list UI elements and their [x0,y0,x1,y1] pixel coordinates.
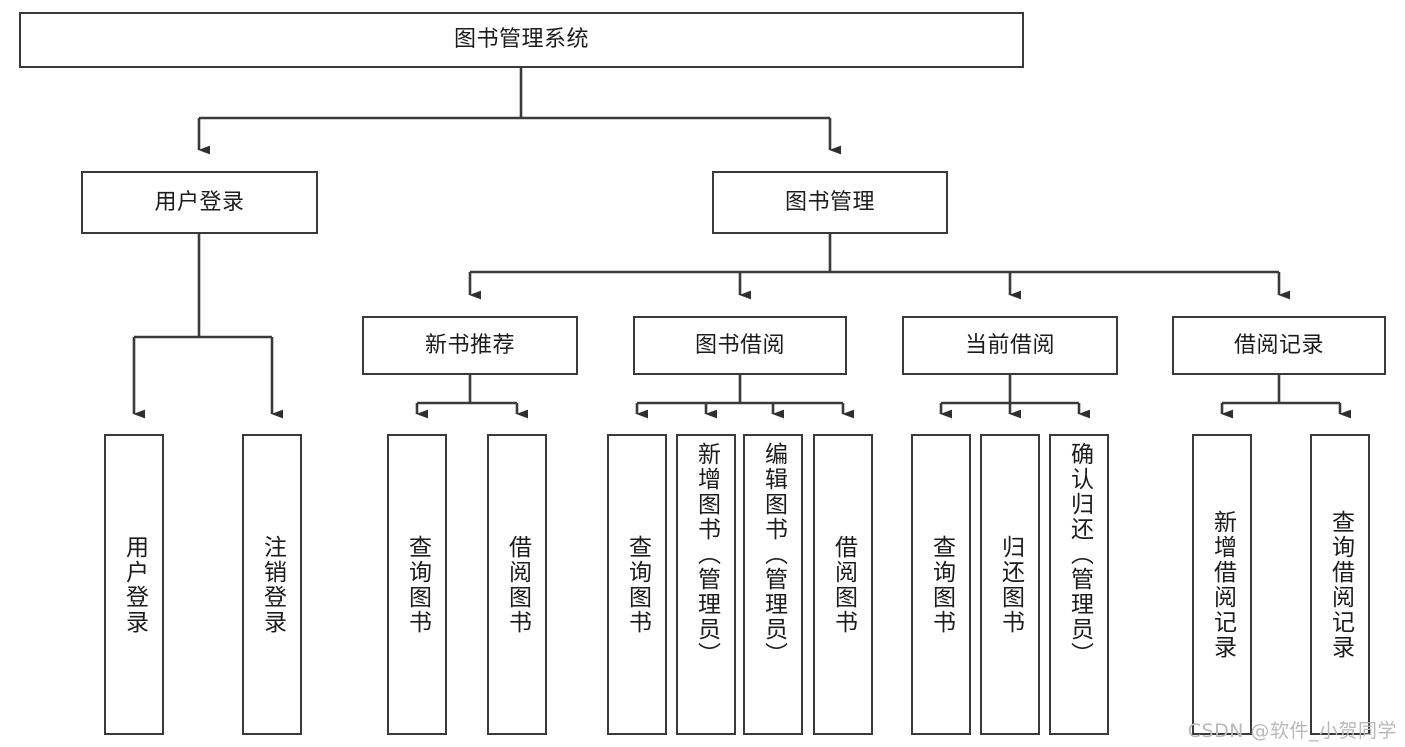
leaf-confirm-return-label: 确认归还（管理员） [1066,442,1093,667]
node-current-borrow-label: 当前借阅 [964,332,1055,358]
leaf-borrow-book-1[interactable]: 借阅图书 [487,434,547,735]
leaf-query-record-label: 查询借阅记录 [1327,509,1354,660]
node-user-login[interactable]: 用户登录 [81,171,318,234]
node-user-login-label: 用户登录 [154,189,245,215]
leaf-edit-book[interactable]: 编辑图书（管理员） [743,434,803,735]
leaf-add-book-label: 新增图书（管理员） [693,442,720,667]
csdn-watermark: CSDN @软件_小贺同学 [1187,720,1397,742]
leaf-user-login-label: 用户登录 [121,534,148,635]
leaf-query-book-1-label: 查询图书 [404,534,431,635]
node-current-borrow[interactable]: 当前借阅 [902,316,1118,375]
leaf-query-book-2[interactable]: 查询图书 [607,434,667,735]
leaf-logout-login[interactable]: 注销登录 [242,434,302,735]
node-root-label: 图书管理系统 [453,27,589,53]
leaf-user-login[interactable]: 用户登录 [104,434,164,735]
node-book-manage[interactable]: 图书管理 [712,171,948,234]
leaf-logout-login-label: 注销登录 [259,534,286,635]
leaf-add-record-label: 新增借阅记录 [1209,509,1236,660]
leaf-add-record[interactable]: 新增借阅记录 [1192,434,1252,735]
leaf-add-book[interactable]: 新增图书（管理员） [676,434,736,735]
node-new-book-recommend-label: 新书推荐 [424,332,515,358]
node-new-book-recommend[interactable]: 新书推荐 [362,316,578,375]
leaf-confirm-return[interactable]: 确认归还（管理员） [1049,434,1109,735]
leaf-query-book-1[interactable]: 查询图书 [387,434,447,735]
node-book-borrow-label: 图书借阅 [694,332,785,358]
leaf-borrow-book-2-label: 借阅图书 [830,534,857,635]
leaf-return-book-label: 归还图书 [997,534,1024,635]
leaf-query-book-3[interactable]: 查询图书 [911,434,971,735]
node-book-borrow[interactable]: 图书借阅 [633,316,847,375]
node-book-manage-label: 图书管理 [784,189,875,215]
leaf-query-book-2-label: 查询图书 [624,534,651,635]
leaf-query-book-3-label: 查询图书 [928,534,955,635]
leaf-edit-book-label: 编辑图书（管理员） [760,442,787,667]
node-root[interactable]: 图书管理系统 [19,12,1024,68]
node-borrow-record-label: 借阅记录 [1233,332,1324,358]
leaf-borrow-book-2[interactable]: 借阅图书 [813,434,873,735]
leaf-borrow-book-1-label: 借阅图书 [504,534,531,635]
leaf-query-record[interactable]: 查询借阅记录 [1310,434,1370,735]
node-borrow-record[interactable]: 借阅记录 [1172,316,1386,375]
leaf-return-book[interactable]: 归还图书 [980,434,1040,735]
